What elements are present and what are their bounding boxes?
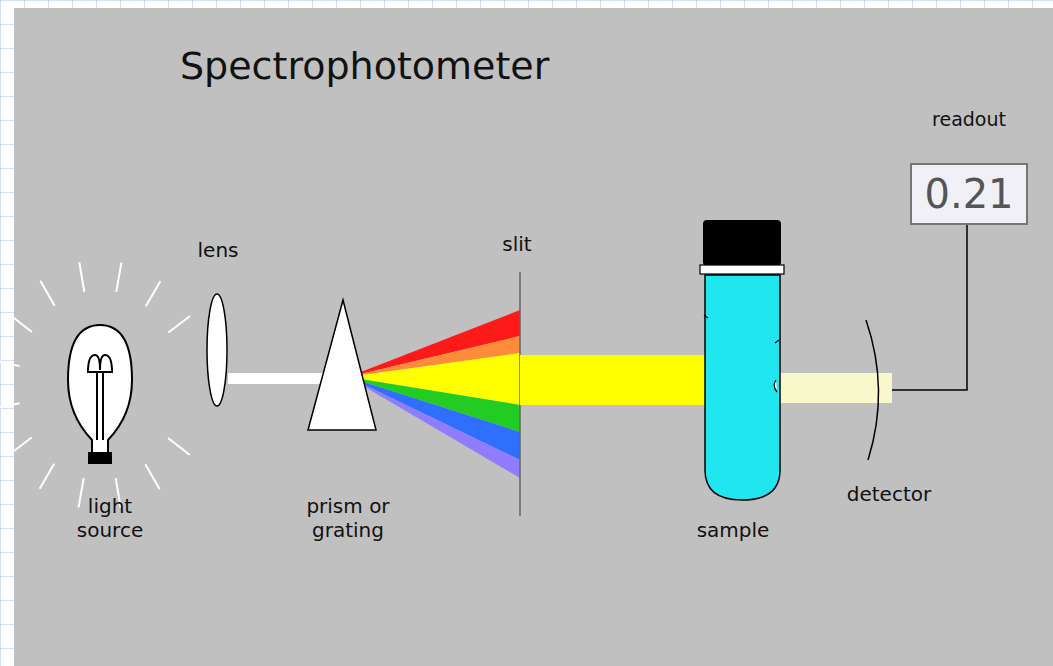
readout-display: readout 0.21	[910, 108, 1028, 225]
part-label: prism or grating	[288, 494, 408, 542]
lens	[207, 294, 227, 406]
part-label: slit	[477, 232, 557, 256]
light-bulb	[68, 325, 132, 464]
glow-rays	[0, 262, 190, 507]
part-label: sample	[673, 518, 793, 542]
sample-tube	[700, 220, 784, 500]
spectrum-fan	[348, 310, 520, 478]
title: Spectrophotometer	[180, 44, 549, 88]
transmitted-beam	[780, 373, 892, 403]
slide-ground	[14, 8, 1053, 666]
part-label: light source	[64, 494, 156, 542]
part-label: lens	[158, 238, 278, 262]
detector	[866, 320, 879, 460]
readout-heading: readout	[910, 108, 1028, 130]
prism	[308, 300, 376, 430]
part-label: detector	[819, 482, 959, 506]
signal-wire	[892, 225, 967, 390]
readout-box: 0.21	[910, 163, 1028, 225]
yellow-beam	[520, 355, 706, 405]
readout-value: 0.21	[924, 171, 1013, 217]
